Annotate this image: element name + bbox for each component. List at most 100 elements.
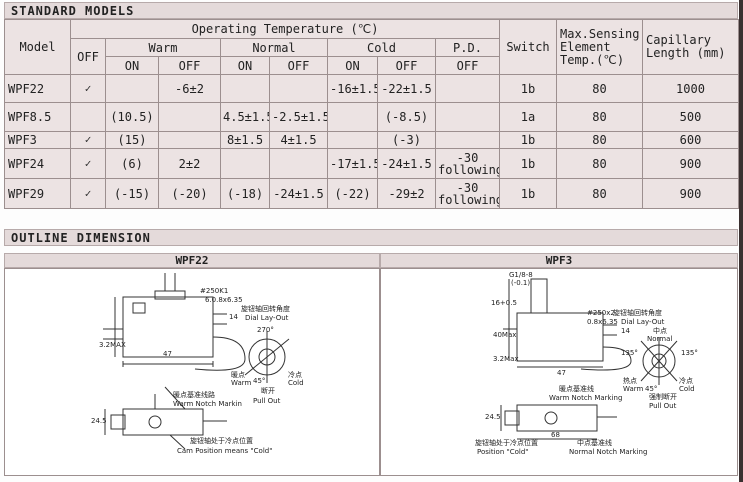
- wpf22-angle: 270°: [257, 326, 274, 334]
- wpf3-notch-cn: 暖点基准线: [559, 385, 594, 393]
- cell-pd-off: [435, 131, 500, 149]
- cell-capillary: 900: [642, 178, 739, 209]
- cell-normal-off: 4±1.5: [269, 131, 328, 149]
- cell-normal-on: [220, 74, 270, 103]
- wpf3-dim-ht: 16+0.5: [491, 299, 517, 307]
- wpf3-normal-cn: 中点: [653, 327, 667, 335]
- wpf22-angle-45: 45°: [253, 377, 266, 385]
- wpf22-bottom-outline: [122, 408, 204, 436]
- wpf3-notch-en: Warm Notch Marking: [549, 394, 623, 402]
- wpf22-dim-47: 47: [163, 350, 172, 358]
- col-pd: P.D.: [435, 38, 500, 57]
- wpf3-body-outline: [516, 312, 604, 362]
- wpf3-normal-en: Normal: [647, 335, 673, 343]
- col-cold: Cold: [327, 38, 436, 57]
- wpf3-dim-47: 47: [557, 369, 566, 377]
- figure-wpf3: G1/8-8 (-0.1) 16+0.5 40Max #250x2 0.8x6.…: [380, 268, 738, 476]
- col-normal-off: OFF: [269, 56, 328, 75]
- wpf3-nnotch-cn: 中点基准线: [577, 439, 612, 447]
- wpf3-shaft-dim: #250x2: [587, 309, 615, 317]
- cell-max-temp: 80: [556, 102, 643, 132]
- table-row: WPF29✓(-15)(-20)(-18)-24±1.5(-22)-29±2-3…: [4, 178, 739, 209]
- cell-capillary: 500: [642, 102, 739, 132]
- wpf22-warm-en: Warm: [231, 379, 252, 387]
- wpf22-notch-cn: 暖点基准线路: [173, 391, 215, 399]
- header-row-1: Model Operating Temperature (℃) Switch M…: [4, 19, 739, 75]
- cell-capillary: 600: [642, 131, 739, 149]
- cell-off: [70, 102, 106, 132]
- cell-warm-off: [158, 131, 221, 149]
- standard-models-header: STANDARD MODELS: [4, 2, 738, 19]
- figure-wpf3-title: WPF3: [380, 253, 738, 268]
- cell-model: WPF24: [4, 148, 71, 179]
- cell-model: WPF3: [4, 131, 71, 149]
- cell-capillary: 900: [642, 148, 739, 179]
- right-edge-divider: [739, 0, 743, 482]
- wpf3-top-dim-a: G1/8-8: [509, 271, 533, 279]
- cell-warm-off: -6±2: [158, 74, 221, 103]
- cell-cold-off: -24±1.5: [377, 148, 436, 179]
- wpf3-top-dim-b: (-0.1): [511, 279, 531, 287]
- header-row-3: ON OFF ON OFF ON OFF OFF: [5, 56, 739, 75]
- wpf3-angle-r: 135°: [681, 349, 698, 357]
- cell-warm-off: (-20): [158, 178, 221, 209]
- col-cold-off: OFF: [377, 56, 436, 75]
- cell-cold-on: -16±1.5: [327, 74, 378, 103]
- header-row-2: OFF Warm Normal Cold P.D.: [5, 38, 739, 75]
- col-normal: Normal: [220, 38, 328, 57]
- cell-normal-on: [220, 148, 270, 179]
- cell-normal-off: [269, 148, 328, 179]
- wpf3-angle-l: 135°: [621, 349, 638, 357]
- wpf22-pull-cn: 断开: [261, 387, 275, 395]
- cell-switch: 1a: [499, 102, 557, 132]
- col-warm-on: ON: [105, 56, 159, 75]
- col-model: Model: [4, 19, 71, 75]
- wpf22-tab-dim: 6.0.8x6.35: [205, 296, 243, 304]
- cell-switch: 1b: [499, 148, 557, 179]
- cell-normal-on: 4.5±1.5: [220, 102, 270, 132]
- cell-pd-off: -30 following: [435, 178, 500, 209]
- cell-cold-off: (-3): [377, 131, 436, 149]
- cell-off: ✓: [70, 131, 106, 149]
- wpf22-cam-en: Cam Position means "Cold": [177, 447, 273, 455]
- wpf22-pull-en: Pull Out: [253, 397, 281, 405]
- cell-warm-on: [105, 74, 159, 103]
- wpf3-nnotch-en: Normal Notch Marking: [569, 448, 648, 456]
- cell-warm-on: (15): [105, 131, 159, 149]
- cell-warm-on: (-15): [105, 178, 159, 209]
- wpf22-shaft-dim: #250K1: [200, 287, 229, 295]
- wpf3-pos-en: Position "Cold": [477, 448, 529, 456]
- cell-max-temp: 80: [556, 131, 643, 149]
- wpf3-pull-en: Pull Out: [649, 402, 677, 410]
- cell-capillary: 1000: [642, 74, 739, 103]
- wpf3-warm-en: Warm: [623, 385, 644, 393]
- cell-normal-off: [269, 74, 328, 103]
- cell-switch: 1b: [499, 131, 557, 149]
- wpf3-dim-height: 3.2Max: [493, 355, 519, 363]
- cell-switch: 1b: [499, 74, 557, 103]
- col-operating-temp: Operating Temperature (℃): [70, 19, 500, 39]
- wpf3-dial-en: Dial Lay-Out: [621, 318, 665, 326]
- cell-pd-off: [435, 74, 500, 103]
- col-max-sensing: Max.Sensing Element Temp.(℃): [556, 19, 643, 75]
- wpf3-cold-cn: 冷点: [679, 377, 693, 385]
- cell-off: ✓: [70, 74, 106, 103]
- wpf22-cam-cn: 旋钮轴处于冷点位置: [190, 437, 253, 445]
- cell-warm-off: 2±2: [158, 148, 221, 179]
- cell-normal-off: -2.5±1.5: [269, 102, 328, 132]
- col-normal-on: ON: [220, 56, 270, 75]
- cell-cold-on: -17±1.5: [327, 148, 378, 179]
- cell-warm-on: (10.5): [105, 102, 159, 132]
- cell-cold-on: (-22): [327, 178, 378, 209]
- cell-cold-on: [327, 131, 378, 149]
- wpf3-pull-cn: 强制断开: [649, 393, 677, 401]
- wpf3-dim-68: 68: [551, 431, 560, 439]
- wpf3-pos-cn: 旋钮轴处于冷点位置: [475, 439, 538, 447]
- wpf3-dial-cn: 旋钮轴回转角度: [613, 309, 662, 317]
- figure-wpf22: #250K1 6.0.8x6.35 14 47 3.2MAX 旋钮轴回转角度 D…: [4, 268, 380, 476]
